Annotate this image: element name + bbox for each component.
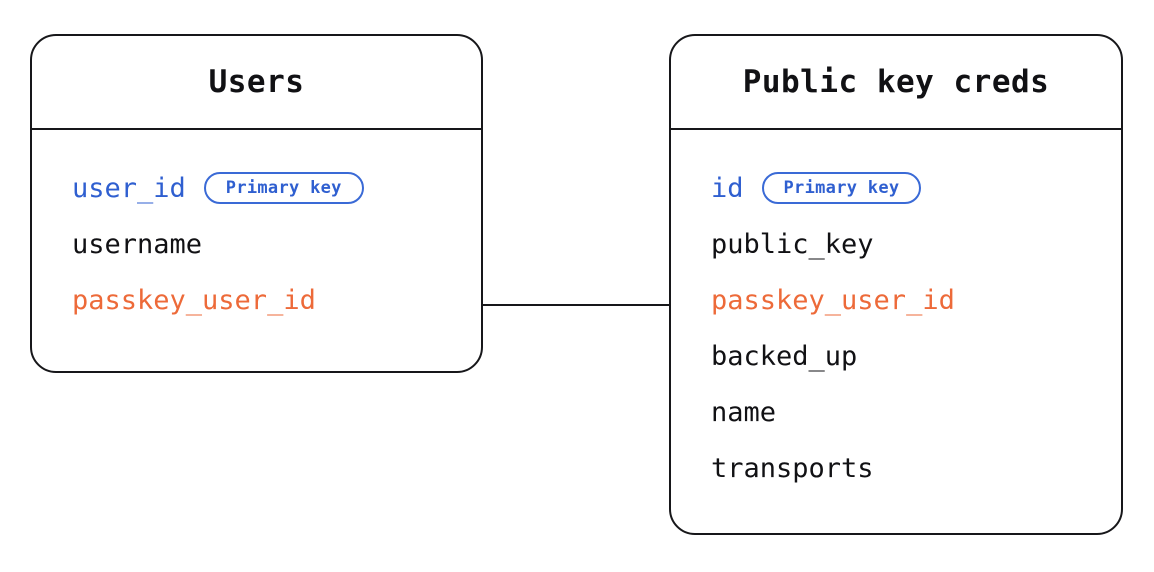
field-row[interactable]: transports [671,440,1121,496]
field-name: id [711,172,744,204]
field-name: passkey_user_id [72,284,316,316]
field-name: username [72,228,203,260]
entity-public-key-creds[interactable]: Public key creds id Primary key public_key… [669,34,1123,535]
field-name: transports [711,452,874,484]
primary-key-badge: Primary key [761,172,922,204]
entity-header-public-key-creds: Public key creds [671,36,1121,130]
field-name: public_key [711,228,874,260]
relation-connector-passkey-user-id [483,304,669,306]
field-row[interactable]: id Primary key [671,160,1121,216]
field-name: user_id [72,172,186,204]
field-row[interactable]: name [671,384,1121,440]
field-row[interactable]: username [32,216,481,272]
field-name: passkey_user_id [711,284,955,316]
field-name: backed_up [711,340,858,372]
primary-key-badge: Primary key [203,172,364,204]
field-row[interactable]: user_id Primary key [32,160,481,216]
field-row[interactable]: passkey_user_id [32,272,481,328]
field-row[interactable]: public_key [671,216,1121,272]
entity-header-users: Users [32,36,481,130]
entity-title-users: Users [208,63,305,100]
field-row[interactable]: passkey_user_id [671,272,1121,328]
field-name: name [711,396,777,428]
field-row[interactable]: backed_up [671,328,1121,384]
entity-title-public-key-creds: Public key creds [742,63,1050,100]
